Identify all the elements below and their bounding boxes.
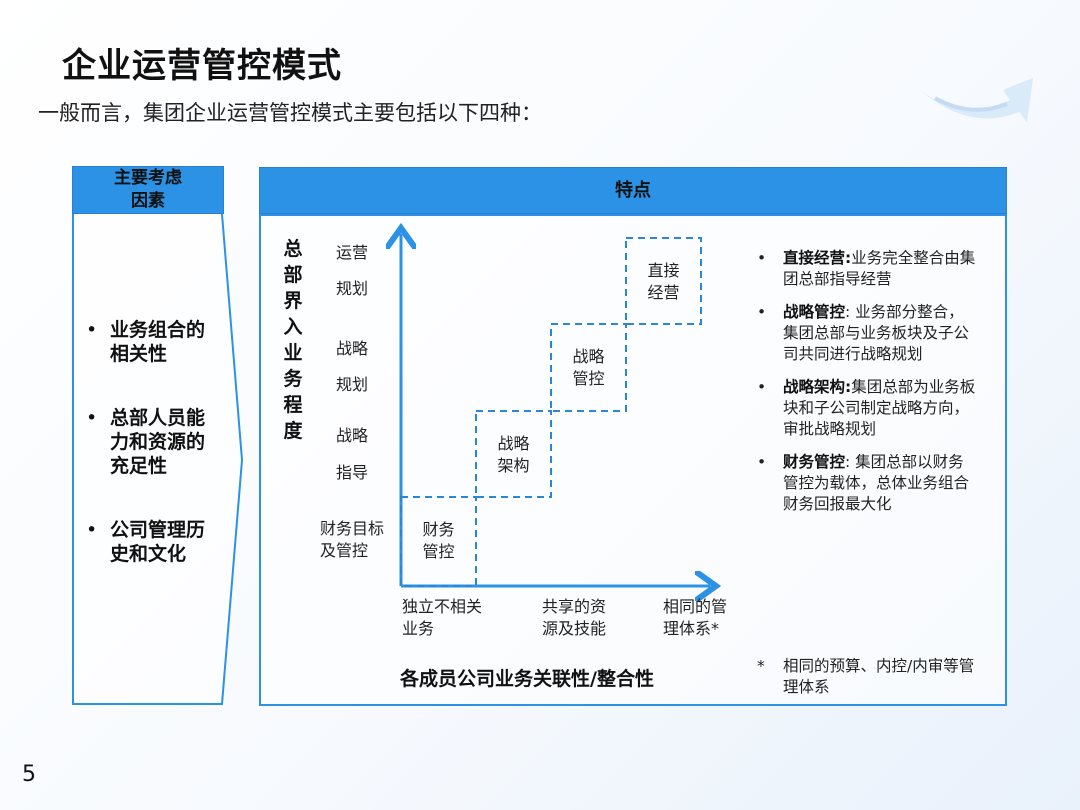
features-frame xyxy=(259,214,1007,706)
y-level-label: 及管控 xyxy=(320,541,369,560)
y-level-label: 财务目标 xyxy=(320,519,385,538)
box-label-line: 管控 xyxy=(422,542,455,561)
description-term: 财务管控 xyxy=(783,453,846,471)
level-box-direct-operation xyxy=(625,237,702,325)
description-item: • 财务管控: 集团总部以财务管控为载体，总体业务组合财务回报最大化 xyxy=(757,452,979,515)
y-axis-char: 程 xyxy=(283,394,303,416)
x-level-line: 相同的管 xyxy=(663,597,728,616)
y-level-label: 规划 xyxy=(336,279,369,298)
x-level-label: 相同的管 理体系* xyxy=(663,596,727,640)
factors-frame xyxy=(72,213,244,705)
features-header: 特点 xyxy=(259,167,1007,214)
y-level-label: 规划 xyxy=(336,375,369,394)
level-box-strategic-control xyxy=(550,323,627,412)
x-level-line: 共享的资 xyxy=(542,597,607,616)
y-level-label: 战略 xyxy=(336,426,369,445)
box-label-line: 管控 xyxy=(572,369,605,388)
level-box-financial xyxy=(400,496,477,587)
bullet-icon: • xyxy=(757,453,767,471)
factors-header-line2: 因素 xyxy=(131,191,165,211)
box-label-strategic-architecture: 战略 架构 xyxy=(476,433,551,477)
y-axis-char: 界 xyxy=(283,290,303,312)
page-subtitle: 一般而言，集团企业运营管控模式主要包括以下四种： xyxy=(38,101,542,125)
x-level-line: 业务 xyxy=(402,619,435,638)
y-axis-char: 总 xyxy=(283,238,303,260)
bullet-icon: • xyxy=(86,407,98,429)
bullet-icon: • xyxy=(757,249,767,267)
x-level-line: 独立不相关 xyxy=(402,597,483,616)
footnote-text: 相同的预算、内控/内审等管理体系 xyxy=(783,657,975,696)
box-label-line: 战略 xyxy=(572,347,605,366)
description-text: 集团总部为业务板块和子公司制定战略方向，审批战略规划 xyxy=(783,378,976,438)
page-number: 5 xyxy=(22,762,36,787)
y-level-label: 指导 xyxy=(336,463,369,482)
description-item: • 战略管控: 业务部分整合，集团总部与业务板块及子公司共同进行战略规划 xyxy=(757,302,979,365)
box-label-financial: 财务 管控 xyxy=(401,519,476,563)
factor-item: • 业务组合的 相关性 xyxy=(78,318,228,366)
bullet-icon: • xyxy=(86,519,98,541)
y-axis-label: 总 部 界 入 业 务 程 度 xyxy=(280,236,306,444)
factor-line: 公司管理历 xyxy=(110,519,206,541)
y-axis-char: 入 xyxy=(283,316,303,338)
y-axis-char: 部 xyxy=(283,264,303,286)
description-text: : 集团总部以财务管控为载体，总体业务组合财务回报最大化 xyxy=(783,453,970,513)
description-term: 直接经营: xyxy=(783,249,852,267)
factor-item: • 总部人员能 力和资源的 充足性 xyxy=(78,406,228,478)
box-label-line: 经营 xyxy=(647,283,680,302)
factor-line: 总部人员能 xyxy=(110,407,206,429)
x-axis-title: 各成员公司业务关联性/整合性 xyxy=(400,668,654,690)
footnote: * 相同的预算、内控/内审等管理体系 xyxy=(757,656,987,698)
description-item: • 战略架构:集团总部为业务板块和子公司制定战略方向，审批战略规划 xyxy=(757,377,979,440)
arrow-decoration-icon xyxy=(920,78,1033,122)
y-axis-char: 业 xyxy=(283,342,303,364)
bullet-icon: • xyxy=(757,303,767,321)
factor-line: 业务组合的 xyxy=(110,319,206,341)
page-title: 企业运营管控模式 xyxy=(62,46,342,86)
x-level-line: 源及技能 xyxy=(542,619,607,638)
bullet-icon: • xyxy=(757,378,767,396)
description-term: 战略管控 xyxy=(783,303,846,321)
box-label-line: 架构 xyxy=(497,456,530,475)
factors-header-line1: 主要考虑 xyxy=(114,168,182,188)
description-term: 战略架构: xyxy=(783,378,852,396)
factor-line: 充足性 xyxy=(110,455,168,477)
box-label-line: 直接 xyxy=(647,261,680,280)
y-level-label: 战略 xyxy=(336,339,369,358)
box-label-strategic-control: 战略 管控 xyxy=(551,346,626,390)
box-label-line: 财务 xyxy=(422,520,455,539)
description-item: • 直接经营:业务完全整合由集团总部指导经营 xyxy=(757,248,979,290)
factor-item: • 公司管理历 史和文化 xyxy=(78,518,228,566)
y-level-label: 运营 xyxy=(336,243,369,262)
y-axis-char: 务 xyxy=(283,368,303,390)
factor-line: 相关性 xyxy=(110,343,168,365)
x-level-label: 共享的资 源及技能 xyxy=(542,596,606,640)
level-box-strategic-architecture xyxy=(475,410,552,498)
footnote-mark: * xyxy=(757,657,765,675)
factors-list: • 业务组合的 相关性 • 总部人员能 力和资源的 充足性 • 公司管理历 史和… xyxy=(78,318,228,606)
mode-descriptions: • 直接经营:业务完全整合由集团总部指导经营 • 战略管控: 业务部分整合，集团… xyxy=(757,248,979,527)
factor-line: 力和资源的 xyxy=(110,431,206,453)
description-text: 业务完全整合由集团总部指导经营 xyxy=(783,249,976,288)
x-level-label: 独立不相关 业务 xyxy=(402,596,482,640)
box-label-direct-operation: 直接 经营 xyxy=(626,260,701,304)
factor-line: 史和文化 xyxy=(110,543,187,565)
bullet-icon: • xyxy=(86,319,98,341)
y-axis-char: 度 xyxy=(283,420,303,442)
box-label-line: 战略 xyxy=(497,434,530,453)
description-text: : 业务部分整合，集团总部与业务板块及子公司共同进行战略规划 xyxy=(783,303,970,363)
x-level-line: 理体系* xyxy=(663,619,720,638)
factors-header: 主要考虑 因素 xyxy=(72,166,224,214)
